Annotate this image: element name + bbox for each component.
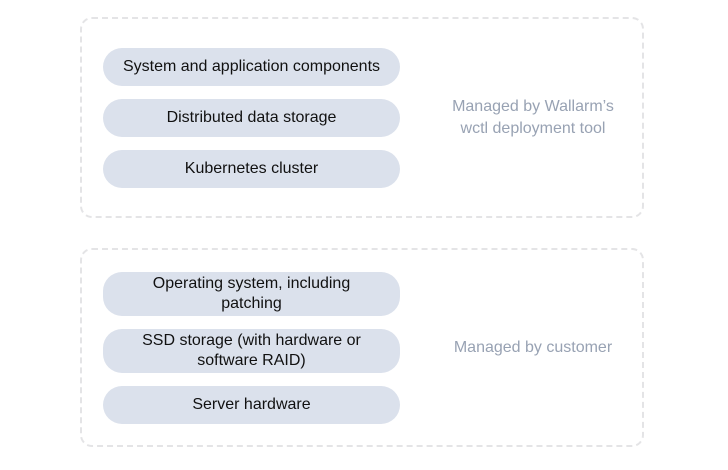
- pill-kubernetes-cluster: Kubernetes cluster: [103, 149, 400, 188]
- pill-ssd-storage: SSD storage (with hardware or software R…: [103, 328, 400, 373]
- label-area: Managed by Wallarm’s wctl deployment too…: [400, 96, 642, 140]
- pill-label: Server hardware: [192, 395, 311, 413]
- pill-operating-system: Operating system, including patching: [103, 271, 400, 316]
- group-label-customer-managed: Managed by customer: [453, 338, 613, 356]
- group-box-customer-managed: Operating system, including patching SSD…: [80, 248, 644, 447]
- pill-label: Operating system, including patching: [152, 274, 351, 312]
- pill-label: Distributed data storage: [166, 108, 337, 126]
- pill-server-hardware: Server hardware: [103, 385, 400, 424]
- pill-system-and-application-components: System and application components: [103, 47, 400, 86]
- label-area: Managed by customer: [400, 337, 642, 359]
- pills-column: Operating system, including patching SSD…: [103, 271, 400, 424]
- pill-label: System and application components: [122, 57, 381, 75]
- group-box-wallarm-managed: System and application components Distri…: [80, 17, 644, 218]
- pill-label: SSD storage (with hardware or software R…: [142, 331, 361, 369]
- pill-distributed-data-storage: Distributed data storage: [103, 98, 400, 137]
- group-label-wallarm-managed: Managed by Wallarm’s wctl deployment too…: [452, 97, 614, 137]
- pill-label: Kubernetes cluster: [184, 159, 319, 177]
- pills-column: System and application components Distri…: [103, 47, 400, 188]
